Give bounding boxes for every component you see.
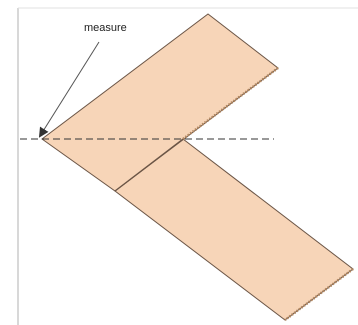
lower-panel-serrated-edge xyxy=(284,268,354,321)
lower-panel xyxy=(114,138,354,321)
fold-line xyxy=(114,138,184,192)
measure-label: measure xyxy=(84,22,127,34)
measure-arrow xyxy=(38,41,100,138)
